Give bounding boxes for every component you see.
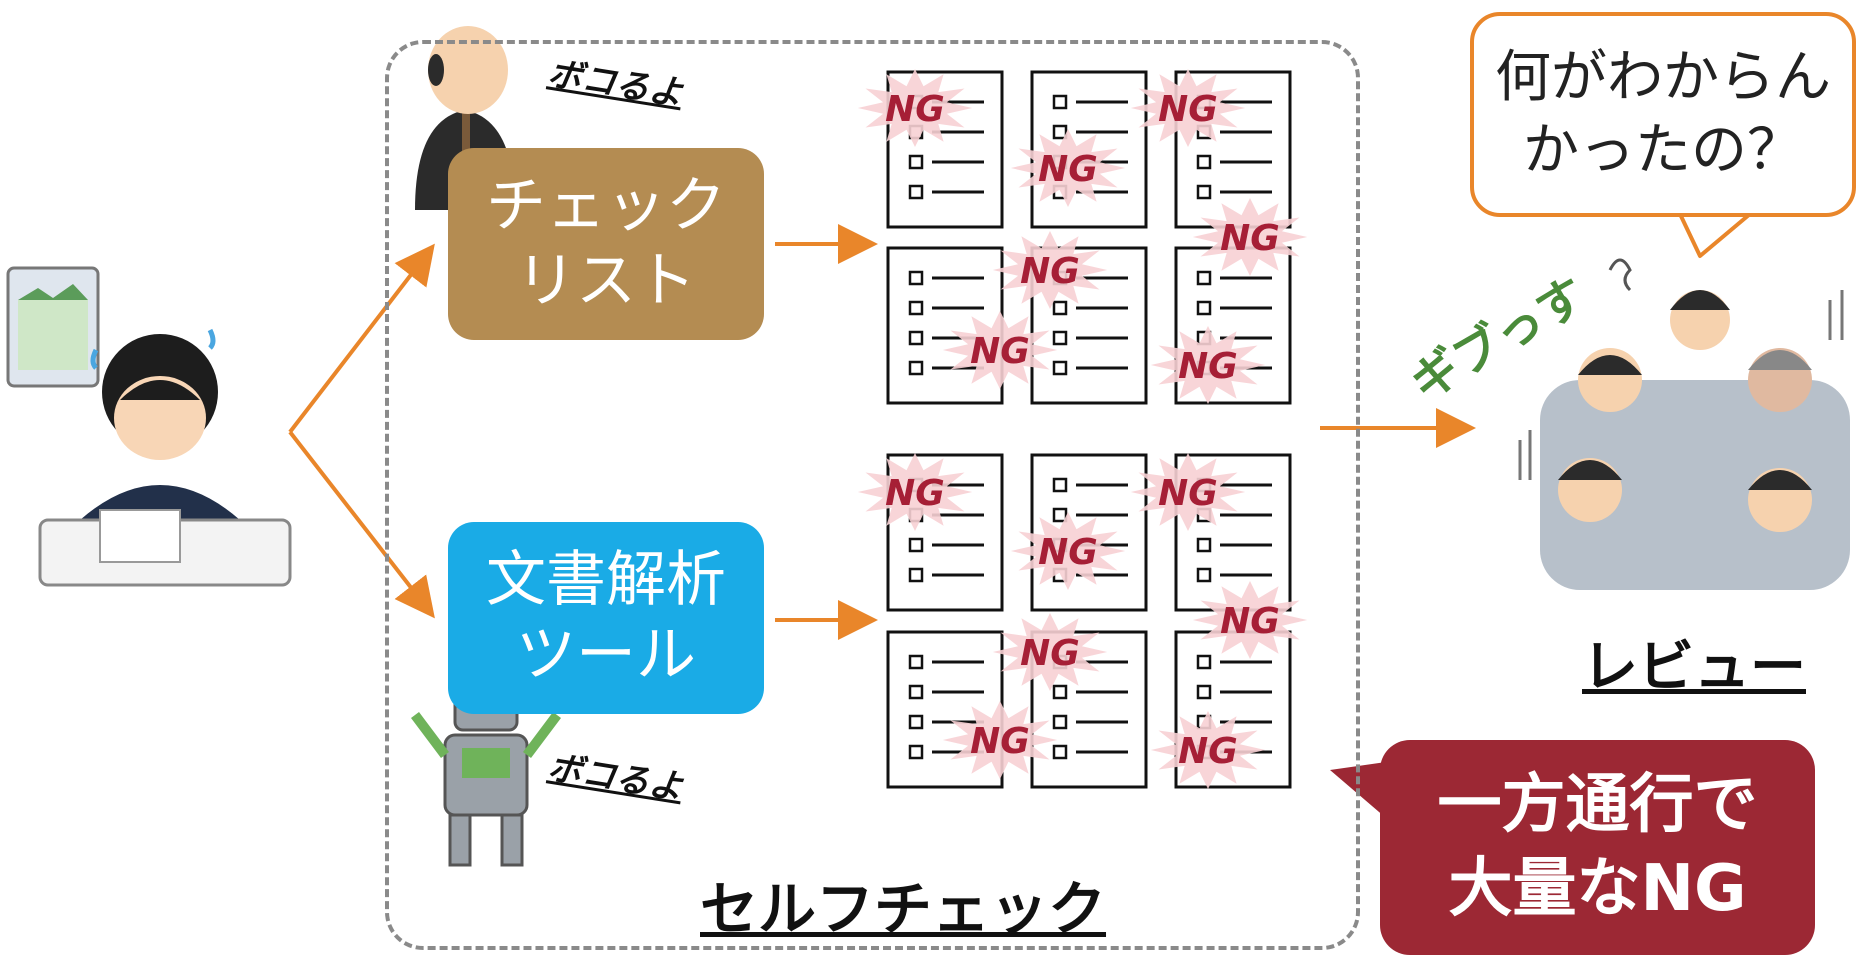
ng-stamp-text: NG bbox=[1020, 633, 1080, 674]
self-check-label: セルフチェック bbox=[700, 875, 1107, 943]
ng-stamp-text: NG bbox=[970, 721, 1030, 762]
ng-stamp-text: NG bbox=[970, 331, 1030, 372]
ng-stamp: NG bbox=[1130, 453, 1246, 531]
ng-stamp: NG bbox=[992, 613, 1108, 691]
ng-stamp-text: NG bbox=[885, 473, 945, 514]
ng-stamp-text: NG bbox=[1020, 251, 1080, 292]
ng-callout: 一方通行で 大量なNG bbox=[1380, 740, 1815, 955]
ng-stamp-text: NG bbox=[1220, 218, 1280, 259]
ng-stamp: NG bbox=[942, 311, 1058, 389]
speech-tail bbox=[1678, 212, 1752, 258]
ng-stamp: NG bbox=[942, 701, 1058, 779]
ng-stamp: NG bbox=[857, 453, 973, 531]
worker-illustration bbox=[6, 266, 292, 587]
ng-stamp-text: NG bbox=[1178, 346, 1238, 387]
meeting-illustration bbox=[1518, 258, 1850, 590]
ng-stamp: NG bbox=[857, 69, 973, 147]
ng-stamp: NG bbox=[1150, 326, 1266, 404]
ng-stamp: NG bbox=[1010, 129, 1126, 207]
ng-stamp-text: NG bbox=[1158, 89, 1218, 130]
branch-arrows bbox=[288, 224, 1476, 640]
ng-stamp: NG bbox=[1192, 581, 1308, 659]
question-speech-bubble: 何がわからん かったの？ bbox=[1470, 12, 1856, 217]
analysis-tool-box: 文書解析 ツール bbox=[448, 522, 764, 714]
ng-stamp-text: NG bbox=[1178, 731, 1238, 772]
ng-stamp: NG bbox=[1010, 512, 1126, 590]
ng-stamp-text: NG bbox=[1158, 473, 1218, 514]
ng-stamp: NG bbox=[1192, 198, 1308, 276]
ng-stamp: NG bbox=[992, 231, 1108, 309]
ng-stamp: NG bbox=[1150, 711, 1266, 789]
ng-stamp-text: NG bbox=[1220, 601, 1280, 642]
checklist-documents: NG NG NG NG NG NG NG NG NG NG NG NG NG NG bbox=[857, 69, 1308, 789]
ng-stamp-text: NG bbox=[885, 89, 945, 130]
ng-stamp-text: NG bbox=[1038, 532, 1098, 573]
checklist-box: チェック リスト bbox=[448, 148, 764, 340]
checklist-sheet bbox=[886, 246, 1004, 405]
review-label: レビュー bbox=[1582, 635, 1806, 700]
ng-stamp: NG bbox=[1130, 69, 1246, 147]
ng-stamp-text: NG bbox=[1038, 149, 1098, 190]
self-check-frame bbox=[385, 40, 1360, 950]
